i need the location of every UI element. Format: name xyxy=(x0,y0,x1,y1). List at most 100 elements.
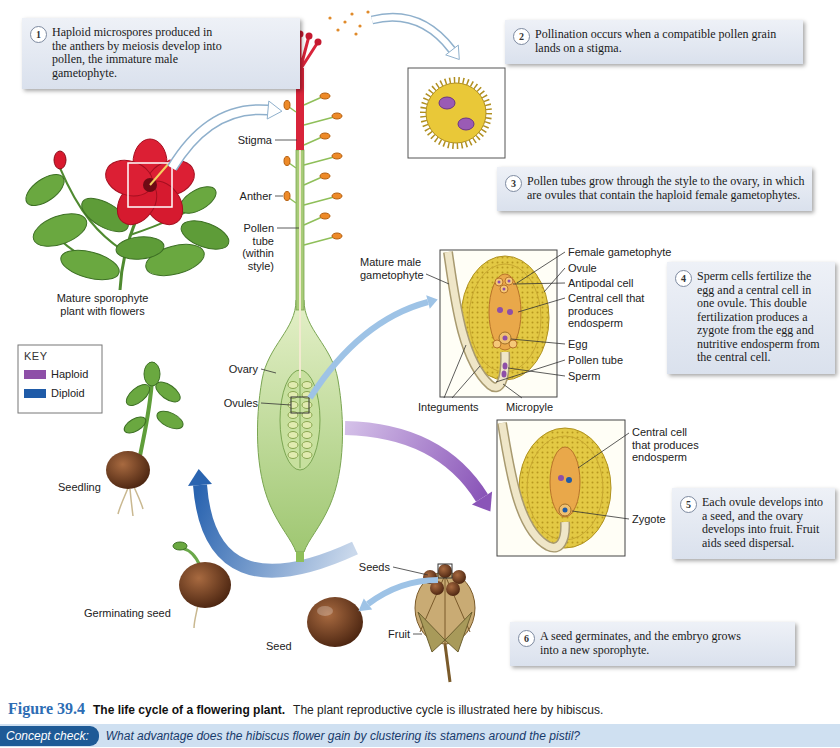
pistil xyxy=(302,432,312,439)
seedling xyxy=(122,414,149,436)
ovule-inset xyxy=(503,336,508,341)
germinating-seed xyxy=(173,542,231,628)
pistil xyxy=(257,31,342,563)
legend-text: Haploid xyxy=(51,368,88,381)
part-label: Germinating seed xyxy=(84,607,171,620)
concept-check-tag: Concept check: xyxy=(0,726,99,746)
ovule-inset xyxy=(440,250,557,397)
germinating-seed xyxy=(179,562,231,608)
zygote-inset xyxy=(559,504,571,516)
ovule-inset xyxy=(489,274,521,350)
pistil xyxy=(280,370,320,470)
pollen-inset xyxy=(439,97,455,109)
callout-number: 5 xyxy=(680,496,697,513)
leader-line xyxy=(511,339,565,344)
callout-box: Haploid microspores produced in the anth… xyxy=(22,18,300,89)
part-label: Central cell that produces endosperm xyxy=(632,426,704,464)
callout-number: 2 xyxy=(513,28,530,45)
ovule-inset xyxy=(508,280,511,283)
part-label: Egg xyxy=(568,338,588,351)
stamen xyxy=(332,193,342,199)
part-label: Sperm xyxy=(568,370,600,383)
hibiscus-plant xyxy=(150,162,170,185)
ovule-inset xyxy=(499,332,511,344)
fruit xyxy=(438,564,452,578)
pollen-grains xyxy=(328,10,369,35)
zygote-inset xyxy=(566,477,572,483)
stamen xyxy=(320,173,330,179)
pistil xyxy=(315,39,322,46)
hibiscus-plant xyxy=(21,139,233,290)
caption-row: Figure 39.4The plant reproductive cycle … xyxy=(8,700,603,718)
callout-box: Pollen tubes grow through the style to t… xyxy=(497,167,812,211)
ovule-inset xyxy=(500,285,508,293)
pollen-grains xyxy=(354,32,357,35)
figure-number: Figure 39.4 xyxy=(8,700,85,718)
seed xyxy=(307,597,363,647)
pollen-grains xyxy=(336,28,339,31)
stamen xyxy=(284,101,290,110)
part-label: Mature sporophyte plant with flowers xyxy=(45,292,160,317)
leader-line xyxy=(426,274,449,284)
pointer-arrow xyxy=(358,580,438,611)
callout-box: Each ovule develops into a seed, and the… xyxy=(672,488,835,559)
leader-line xyxy=(513,283,565,284)
zygote-inset xyxy=(502,423,565,548)
seedling xyxy=(106,362,186,516)
stamen xyxy=(320,133,330,139)
part-label: Female gametophyte xyxy=(568,246,671,259)
pistil xyxy=(288,432,298,439)
pistil xyxy=(299,150,301,378)
part-label: Ovary xyxy=(208,363,258,376)
part-label: Fruit xyxy=(380,628,410,641)
callout-box: Sperm cells fertilize the egg and a cent… xyxy=(667,262,835,374)
callout-number: 3 xyxy=(505,175,522,192)
part-label: Antipodal cell xyxy=(568,277,633,290)
fruit xyxy=(445,644,450,682)
fruit xyxy=(452,570,466,584)
part-label: Mature male gametophyte xyxy=(360,256,428,281)
ovule-inset xyxy=(495,278,503,286)
pollen-grains xyxy=(343,20,346,23)
zygote-inset xyxy=(502,423,565,548)
part-label: Ovules xyxy=(208,397,258,410)
hibiscus-plant xyxy=(128,163,172,207)
leader-line xyxy=(508,368,565,376)
leader-line xyxy=(277,228,299,229)
zygote-inset xyxy=(497,420,625,556)
ovule-inset xyxy=(502,371,507,378)
pistil xyxy=(302,442,312,449)
legend-title: KEY xyxy=(24,350,48,363)
leader-line xyxy=(275,196,283,197)
leader-line xyxy=(517,252,565,283)
hibiscus-plant xyxy=(177,215,232,255)
cycle-arrow xyxy=(472,492,492,512)
part-label: Micropyle xyxy=(506,401,553,414)
cycle-arrow xyxy=(345,428,482,498)
pollen-inset xyxy=(408,68,505,158)
part-label: Stigma xyxy=(222,134,272,147)
seedling xyxy=(118,487,143,516)
germinating-seed xyxy=(173,542,187,550)
pollen-inset xyxy=(426,83,486,143)
pointer-arrow xyxy=(372,17,452,50)
ovule-inset xyxy=(503,363,508,370)
concept-check-question: What advantage does the hibiscus flower … xyxy=(99,729,580,743)
leader-line xyxy=(444,345,466,398)
part-label: Seed xyxy=(266,640,292,653)
fruit xyxy=(445,612,472,652)
stamen xyxy=(289,97,334,245)
pointer-arrow xyxy=(446,45,460,59)
zygote-inset xyxy=(550,447,580,517)
part-label: Central cell that produces endosperm xyxy=(568,292,660,330)
part-label: Seeds xyxy=(352,561,390,574)
leader-line xyxy=(518,298,565,312)
fruit xyxy=(418,612,445,652)
pistil xyxy=(302,422,312,429)
pistil xyxy=(302,382,312,389)
fruit xyxy=(446,582,460,596)
leader-line xyxy=(393,567,428,575)
callout-text: Pollination occurs when a compatible pol… xyxy=(535,28,785,55)
pollen-grains xyxy=(328,16,331,19)
pointer-arrow xyxy=(426,295,438,309)
